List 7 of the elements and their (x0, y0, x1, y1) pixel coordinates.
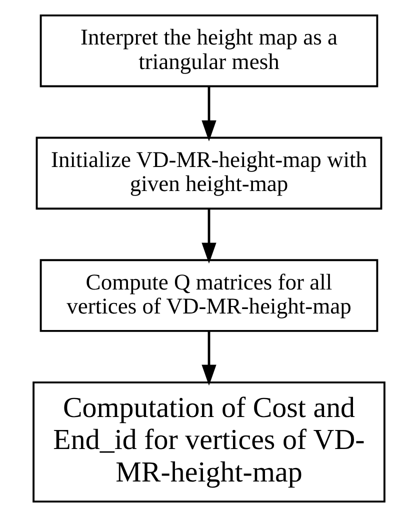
arrow (201, 330, 216, 386)
arrow (201, 86, 216, 141)
node-box: Interpret the height map as a triangular mesh (39, 14, 378, 87)
node-box: Compute Q matrices for all vertices of VD-MR-height-map (39, 258, 378, 332)
node-box: Computation of Cost and End_id for vertices of VD-MR-height-map (32, 380, 385, 502)
node-box: Initialize VD-MR-height-map with given height-map (35, 136, 382, 210)
arrow (201, 208, 216, 264)
